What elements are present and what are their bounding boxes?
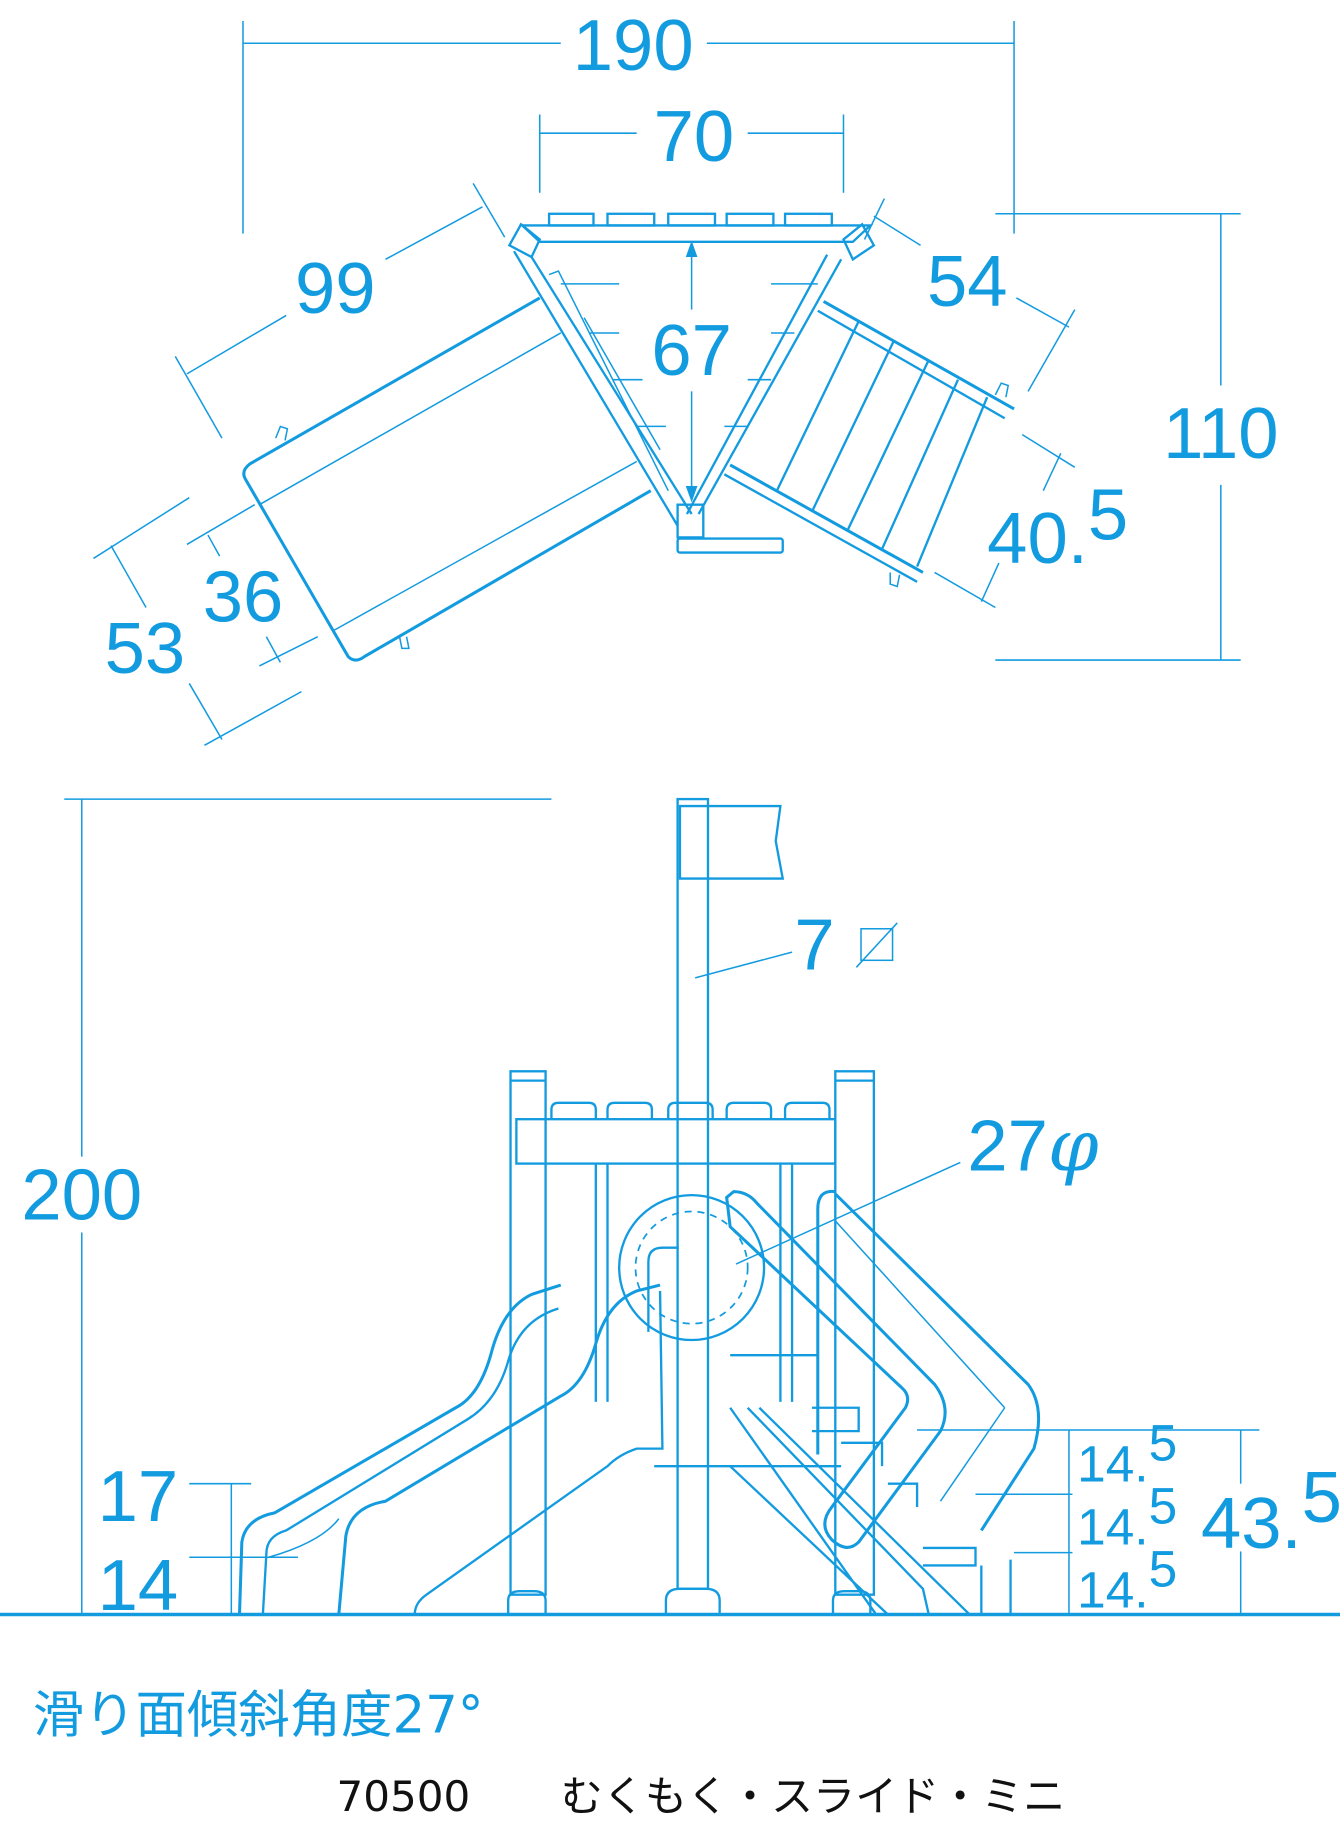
dim-200-label: 200 (21, 1155, 142, 1236)
right-slides-side (725, 1189, 1041, 1616)
step-height-2: 14.5 (1077, 1476, 1177, 1555)
tunnel-side (618, 1193, 766, 1342)
product-code: 70500 (336, 1772, 470, 1821)
dim-slide-outer-width: 53 (93, 497, 302, 747)
dim-27-label: 27φ (967, 1105, 1099, 1189)
dim-53-label: 53 (105, 608, 186, 689)
dim-pole-size: 7 □ (0, 0, 898, 986)
dim-40-5-label: 40.5 (987, 475, 1128, 579)
dim-14-label: 14 (98, 1545, 179, 1626)
flag-pole (664, 797, 785, 1615)
dim-17-label: 17 (98, 1456, 179, 1537)
dim-99-label: 99 (295, 248, 376, 329)
dim-7-label: 7 (794, 905, 834, 986)
dim-overall-width: 190 (242, 5, 1015, 234)
pole-symbol: □ (0, 0, 1, 1)
dim-slide-inner-width: 36 (186, 504, 319, 667)
step-height-1: 14.5 (1077, 1413, 1177, 1492)
step-height-3: 14.5 (1077, 1539, 1177, 1618)
dim-overall-height: 200 (21, 798, 552, 1615)
dim-36-label: 36 (203, 557, 284, 638)
dim-110-label: 110 (1163, 393, 1278, 474)
product-name: むくもく・スライド・ミニ (561, 1772, 1066, 1821)
dim-ladder-length: 54 (863, 198, 1076, 392)
tower-side (507, 1070, 876, 1615)
dim-slide-length: 99 (174, 183, 506, 439)
dim-slide-exit: 17 14 (98, 1456, 298, 1626)
dim-overall-depth: 110 (995, 213, 1279, 661)
slide-plan (242, 296, 661, 662)
ladder-plan (723, 300, 1015, 588)
left-slides-side (237, 1283, 664, 1615)
dim-deck-depth: 67 (651, 240, 732, 503)
dim-67-label: 67 (651, 310, 732, 391)
dim-70-label: 70 (654, 96, 735, 177)
dim-step-heights: 14.5 14.5 14.5 43.5 (917, 1413, 1340, 1619)
dim-deck-width: 70 (538, 96, 845, 193)
plan-view: 190 70 (93, 5, 1279, 747)
dim-43-5-label: 43.5 (1201, 1457, 1340, 1564)
dim-54-label: 54 (927, 241, 1008, 322)
side-view: 200 (0, 0, 1340, 1626)
slide-angle-caption: 滑り面傾斜角度27° (33, 1686, 484, 1746)
deck-plan (507, 212, 876, 554)
dim-ladder-width: 40.5 (934, 433, 1128, 609)
dim-190-label: 190 (573, 5, 694, 86)
dim-tunnel-diameter: 27φ (735, 1105, 1099, 1265)
